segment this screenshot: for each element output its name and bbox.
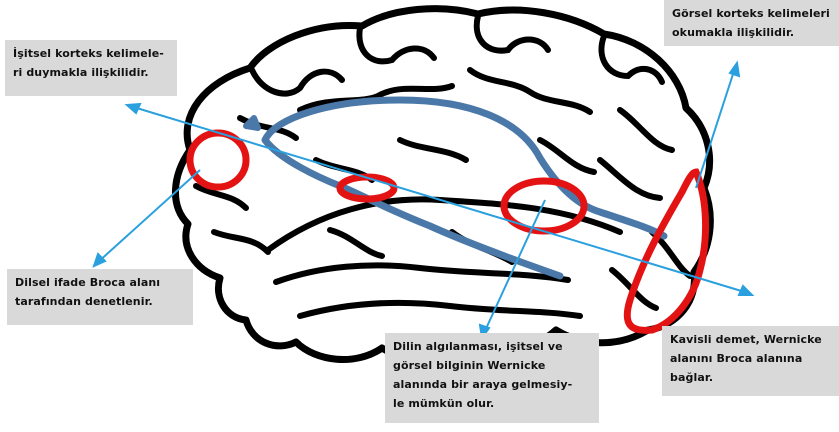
arcuate-fasciculus-label: Kavisli demet, Wernicke alanını Broca al… — [662, 326, 839, 396]
diagonal-pointer-arrowhead-left — [127, 104, 140, 113]
visual-pointer-arrowhead — [730, 63, 739, 76]
visual-cortex-label: Görsel korteks kelimeleri okumakla ilişk… — [664, 0, 839, 46]
auditory-cortex-label: İşitsel korteks kelimele- ri duymakla il… — [5, 40, 177, 96]
diagonal-pointer-arrowhead-right — [739, 286, 752, 295]
broca-area-label: Dilsel ifade Broca alanı tarafından dene… — [7, 269, 193, 325]
broca-pointer-arrowhead — [94, 254, 105, 266]
wernicke-area-label: Dilin algılanması, işitsel ve görsel bil… — [385, 333, 599, 423]
